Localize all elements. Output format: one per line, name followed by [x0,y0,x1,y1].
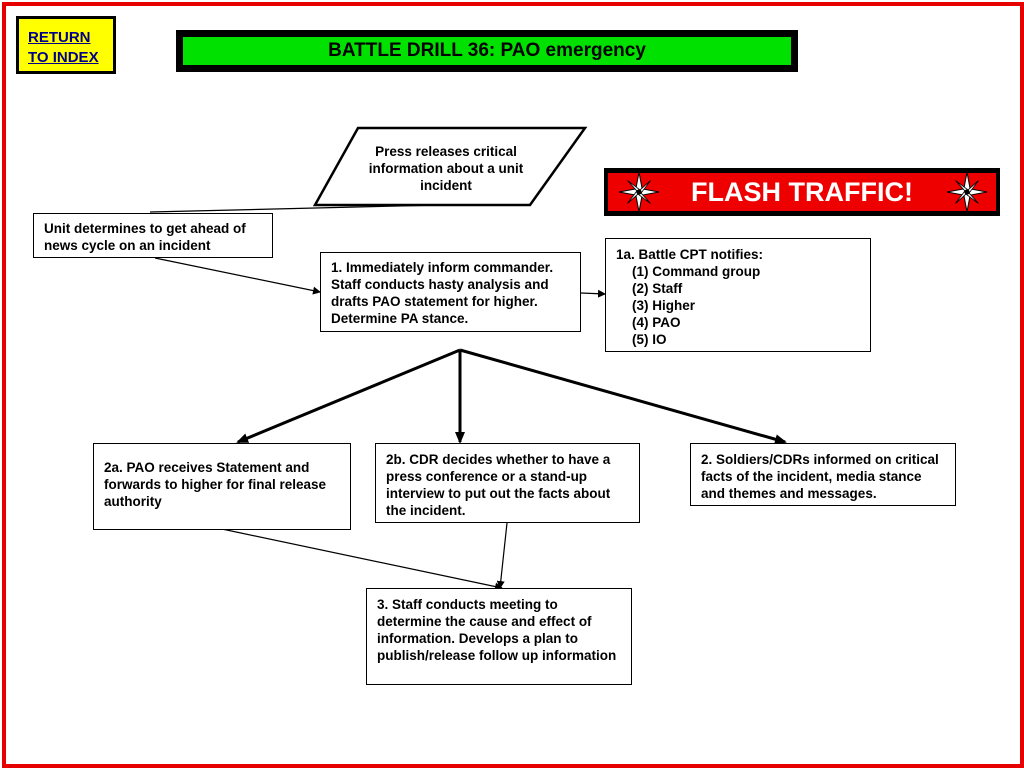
node-step3: 3. Staff conducts meeting to determine t… [366,588,632,685]
flash-traffic-text: FLASH TRAFFIC! [691,176,913,207]
node-step2b: 2b. CDR decides whether to have a press … [375,443,640,523]
step1a-item: (2) Staff [632,281,683,296]
connector-step1-to-2 [459,348,787,445]
step1a-item: (3) Higher [632,298,696,313]
page-title: BATTLE DRILL 36: PAO emergency [183,37,791,65]
return-to-index-button[interactable]: RETURN TO INDEX [16,16,116,74]
compass-star-icon [946,171,988,213]
step1a-item: (5) IO [632,332,667,347]
connector-2a-to-3 [221,528,503,591]
step1a-title: 1a. Battle CPT notifies: [616,247,764,262]
connector-step1-to-2a [236,348,461,444]
connector-press-to-unit [149,204,441,213]
node-step2: 2. Soldiers/CDRs informed on critical fa… [690,443,956,506]
connector-2b-to-3 [496,522,508,589]
node-step2a: 2a. PAO receives Statement and forwards … [93,443,351,530]
node-press-release: Press releases critical information abou… [368,144,524,193]
return-label-line1: RETURN [28,29,91,46]
step1a-item: (4) PAO [632,315,681,330]
compass-star-icon [618,171,660,213]
step1a-item: (1) Command group [632,264,761,279]
connector-step1-to-1a [580,289,606,298]
press-release-shape [312,126,588,207]
connector-unit-to-step1 [154,257,321,295]
node-step1a: 1a. Battle CPT notifies: (1) Command gro… [605,238,871,352]
node-step1: 1. Immediately inform commander. Staff c… [320,252,581,332]
return-label-line2: TO INDEX [28,49,99,66]
title-banner: BATTLE DRILL 36: PAO emergency [176,30,798,72]
node-unit-determines: Unit determines to get ahead of news cyc… [33,213,273,258]
flash-traffic-banner: FLASH TRAFFIC! [604,168,1000,216]
